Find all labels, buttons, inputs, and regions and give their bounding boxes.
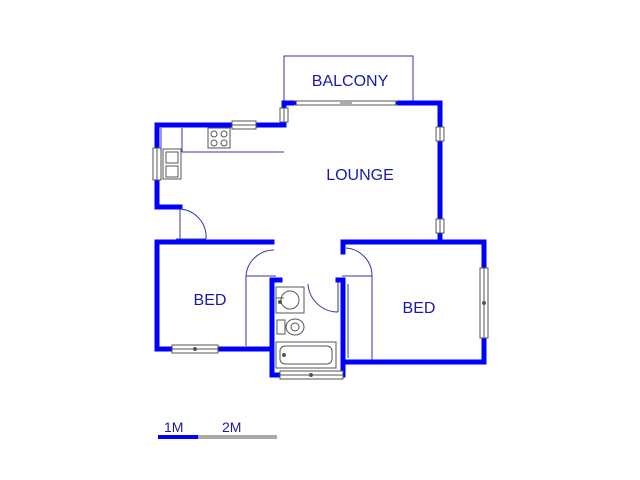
bathtub-icon [275, 341, 337, 369]
room-label-lounge: LOUNGE [326, 167, 394, 184]
door-bath [307, 282, 339, 313]
window-bed-left [171, 344, 219, 354]
window-lounge-right-top [435, 126, 445, 142]
door-bed-left [245, 249, 276, 346]
scale-label-2m: 2M [222, 419, 241, 435]
door-kitchen [176, 208, 207, 240]
window-corner [279, 107, 289, 123]
kitchen-sink-icon [162, 148, 182, 180]
doors [176, 208, 373, 360]
scale-label-1m: 1M [164, 419, 183, 435]
windows [152, 107, 489, 380]
window-bed-right [479, 267, 489, 339]
toilet-icon [276, 318, 305, 336]
door-bed-right [342, 247, 373, 360]
sliding-door-balcony [294, 100, 398, 106]
scale-bar: 1M 2M [158, 419, 277, 439]
stove-icon [207, 127, 231, 149]
window-lounge-right-bottom [435, 218, 445, 234]
room-label-balcony: BALCONY [312, 73, 389, 90]
window-top-left [231, 120, 257, 130]
bathroom-fixtures [275, 286, 337, 369]
kitchen-counter [160, 128, 284, 153]
basin-icon [275, 286, 305, 314]
balcony-outline [283, 55, 414, 103]
window-bath [279, 370, 344, 380]
walls [154, 100, 487, 378]
room-label-bed-left: BED [194, 292, 227, 309]
window-kitchen [152, 147, 162, 181]
room-label-bed-right: BED [403, 300, 436, 317]
